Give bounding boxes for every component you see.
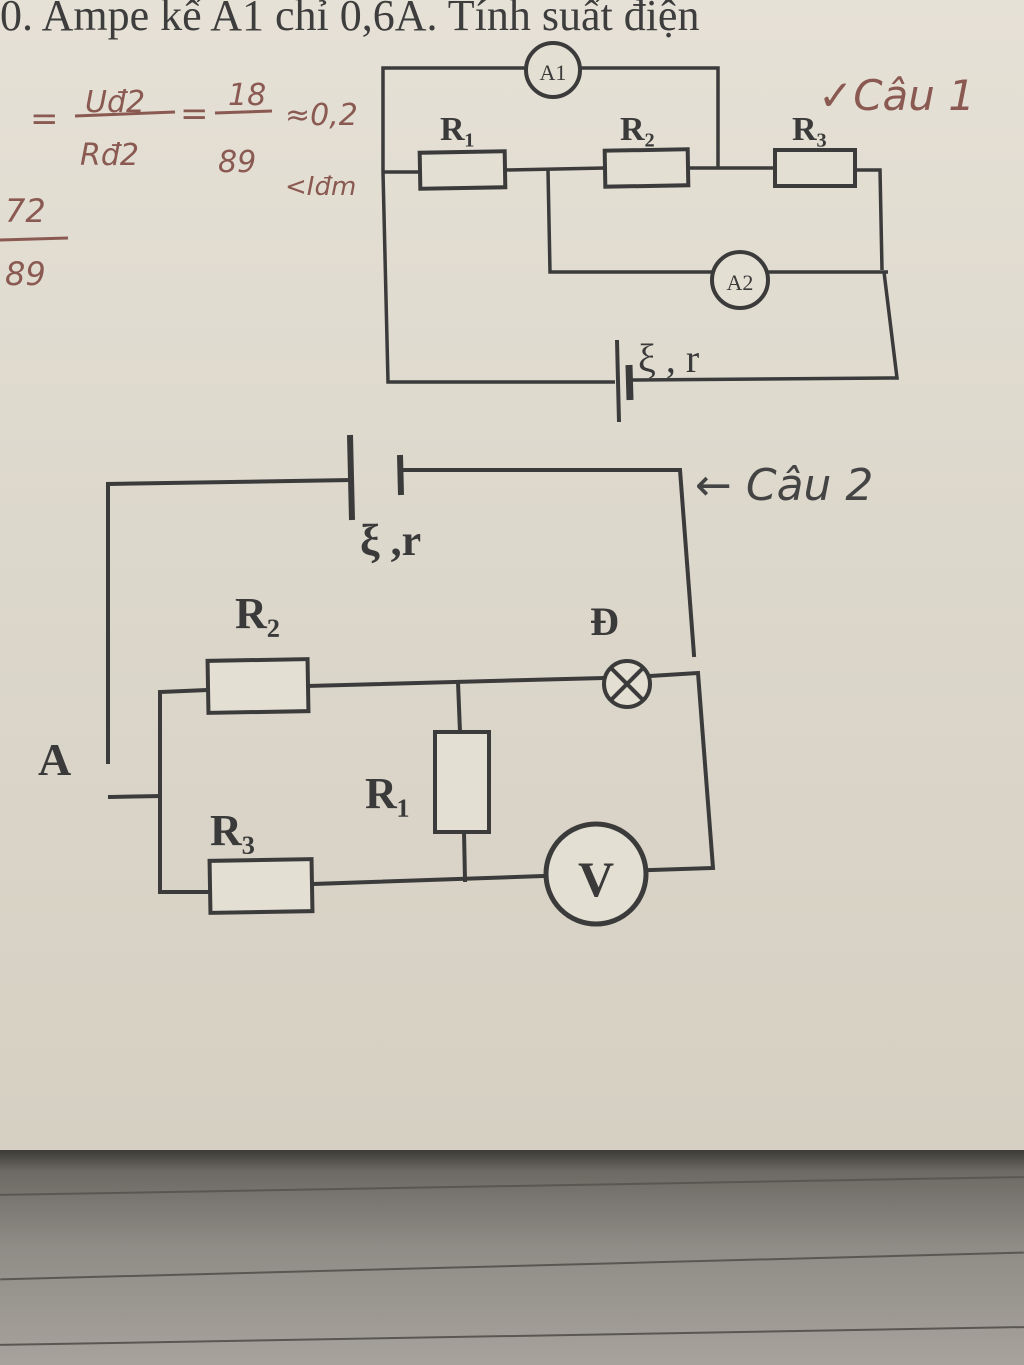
handwritten-notes: = Uđ2 Rđ2 = 18 89 ≈0,2 <Iđm 72 89 ✓Câu 1… bbox=[0, 71, 975, 511]
hand-cau2-note: ← Câu 2 bbox=[695, 460, 873, 511]
c2-label-r2: R₂ bbox=[235, 589, 280, 638]
c2-label-lamp: Đ bbox=[590, 599, 619, 644]
c1-ammeter-a2-label: A2 bbox=[727, 270, 754, 295]
c1-battery-short-plate bbox=[625, 364, 634, 401]
c2-wire-top-right bbox=[398, 468, 697, 658]
hand-frac1-bar bbox=[74, 110, 176, 118]
c1-source-label: ξ , r bbox=[638, 336, 699, 381]
hand-equals-sign: = bbox=[30, 99, 59, 139]
c1-resistor-r1 bbox=[417, 149, 508, 191]
c1-wire-left-bottom bbox=[381, 171, 615, 384]
c1-resistor-r2 bbox=[602, 147, 691, 189]
c2-battery-long-plate bbox=[347, 434, 355, 521]
c1-wire-right-bottom bbox=[627, 271, 899, 382]
c2-wire-left-branch bbox=[158, 687, 212, 894]
hand-compare-note: <Iđm bbox=[285, 172, 356, 202]
header-text: 0. Ampe kế A1 chỉ 0,6A. Tính suất điện bbox=[0, 0, 699, 40]
c1-label-r3: R₃ bbox=[792, 111, 827, 148]
desk-background bbox=[0, 1150, 1024, 1365]
c1-label-r2: R₂ bbox=[620, 111, 655, 148]
c1-ammeter-a2 bbox=[710, 250, 770, 310]
hand-frac1-denominator: Rđ2 bbox=[80, 138, 139, 173]
c1-wire-right-top bbox=[855, 168, 884, 271]
c2-voltmeter-label: V bbox=[578, 851, 614, 907]
c1-ammeter-a1 bbox=[524, 41, 582, 99]
c2-wire-r1-top bbox=[455, 679, 463, 735]
hand-frac2-denominator: 89 bbox=[218, 145, 256, 180]
c2-wire-bottom-middle bbox=[309, 873, 548, 887]
c2-resistor-r2 bbox=[205, 657, 311, 715]
c2-label-r3: R₃ bbox=[210, 806, 255, 855]
circuit-2: ξ ,r A R₂ Đ R₁ R₃ V bbox=[38, 434, 716, 927]
paper-sheet bbox=[0, 0, 1024, 1150]
c2-label-r1: R₁ bbox=[365, 769, 410, 818]
hand-equals-sign-2: = bbox=[180, 94, 209, 134]
c2-source-label: ξ ,r bbox=[360, 516, 421, 565]
c1-wire-top-left bbox=[381, 66, 526, 172]
c2-wire-node-a bbox=[107, 793, 163, 800]
c1-ammeter-a1-label: A1 bbox=[540, 60, 567, 85]
c1-resistor-r3 bbox=[773, 148, 857, 188]
c2-battery-short-plate bbox=[397, 454, 404, 496]
hand-frac2-bar bbox=[214, 109, 273, 115]
c2-lamp-cross-2 bbox=[609, 666, 645, 702]
c1-wire-main-2 bbox=[504, 166, 606, 172]
c1-label-r1: R₁ bbox=[440, 111, 475, 148]
hand-frac3-bar bbox=[0, 236, 69, 242]
c2-wire-top-left bbox=[106, 477, 353, 764]
hand-frac3-numerator: 72 bbox=[5, 192, 46, 230]
hand-approx-value: ≈0,2 bbox=[285, 98, 358, 133]
c2-resistor-r3 bbox=[207, 857, 315, 915]
c2-wire-right-loop bbox=[647, 670, 716, 873]
c2-voltmeter bbox=[543, 821, 649, 927]
c1-wire-top-right bbox=[580, 66, 720, 168]
c2-resistor-r1 bbox=[433, 730, 491, 834]
hand-frac3-denominator: 89 bbox=[5, 255, 46, 293]
hand-frac2-numerator: 18 bbox=[228, 78, 266, 113]
circuit-1: ξ , r R₁ R₂ R₃ A1 A2 bbox=[381, 41, 899, 423]
c2-label-node-a: A bbox=[38, 734, 71, 785]
c2-wire-r1-bottom bbox=[461, 829, 468, 883]
c1-battery-long-plate bbox=[615, 339, 621, 423]
c2-wire-top-middle bbox=[305, 675, 605, 689]
hand-cau1-note: ✓Câu 1 bbox=[818, 71, 975, 120]
c1-wire-a2-left bbox=[546, 169, 712, 274]
